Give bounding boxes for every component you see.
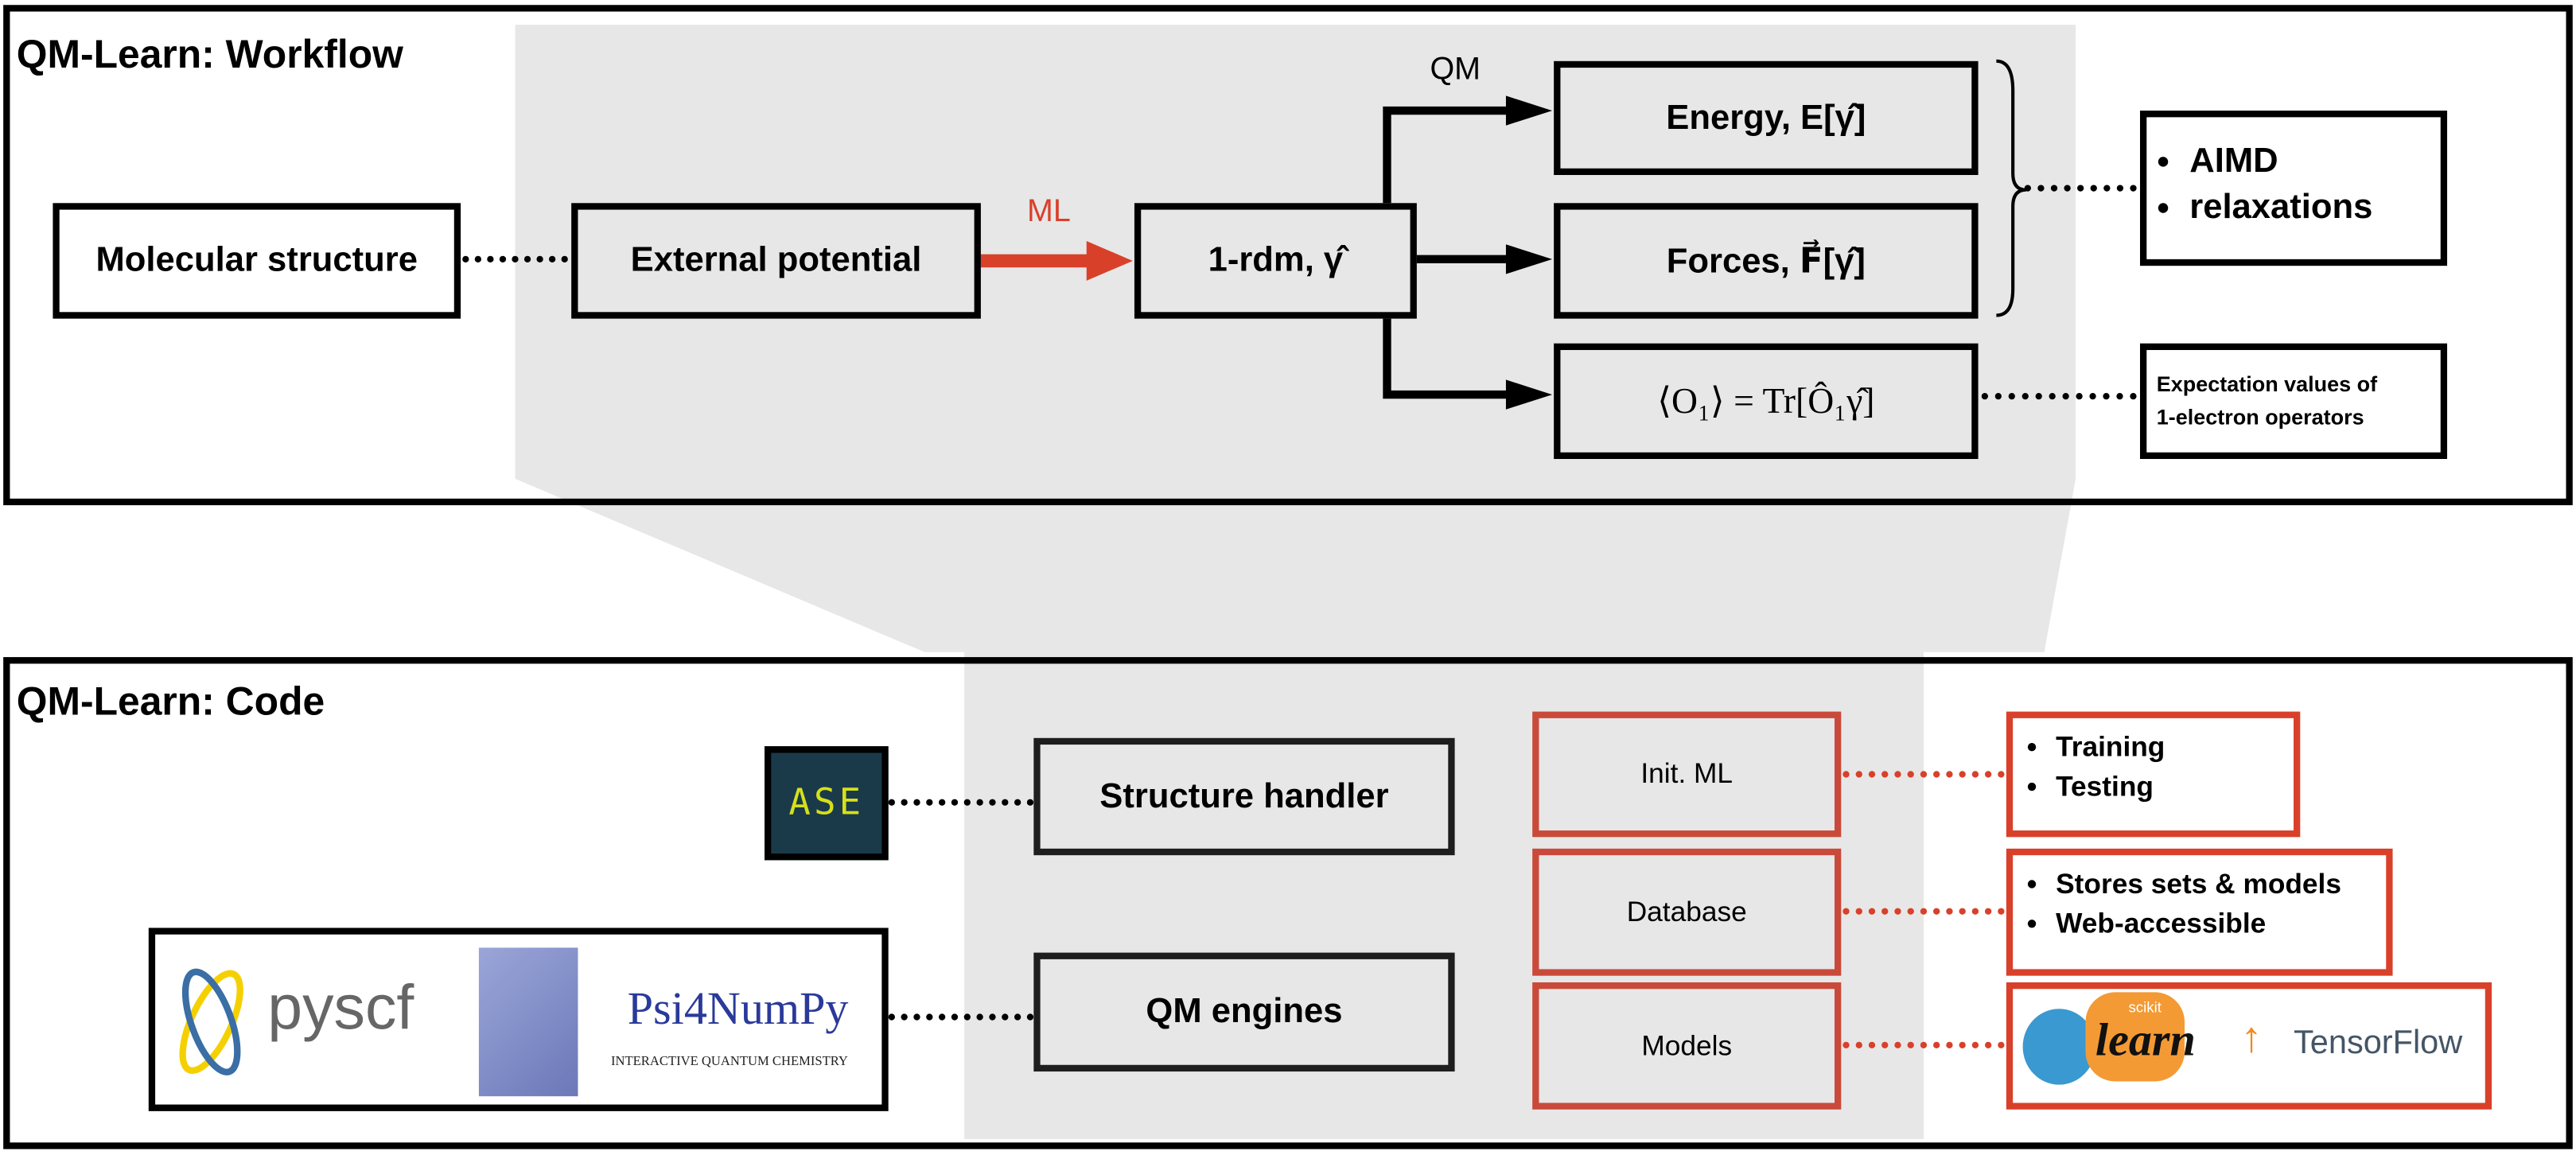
application-item: AIMD [2189,142,2372,182]
detail-item: Testing [2056,771,2294,804]
qm-label: QM [1430,52,1481,88]
sklearn-logo-small: scikit [2128,998,2162,1016]
ml-arrow [980,241,1133,281]
ml-label: ML [1027,194,1071,230]
dotted-connector [462,255,569,263]
tensorflow-logo: TensorFlow [2294,1025,2463,1062]
pyscf-logo: pyscf [267,974,414,1044]
rdm-box: 1-rdm, γ̂ [1134,203,1417,319]
expectation-formula-box: ⟨O₁⟩ = Tr[Ô₁γ̂] [1554,343,1979,460]
init-ml-box: Init. ML [1532,711,1842,838]
sklearn-blue-blob-icon [2022,1009,2095,1085]
applications-box: AIMD relaxations [2139,111,2448,266]
detail-item: Stores sets & models [2056,869,2386,902]
detail-item: Web-accessible [2056,908,2386,942]
detail-item: Training [2056,731,2294,764]
psi4-cube-icon [478,947,578,1097]
dotted-connector [888,1013,1034,1021]
expectation-formula: ⟨O₁⟩ = Tr[Ô₁γ̂] [1657,379,1875,422]
ase-logo: ASE [765,746,889,861]
sklearn-logo: learn [2095,1015,2196,1067]
rdm-label: 1-rdm, γ̂ [1208,241,1344,279]
forces-box: Forces, F⃗[γ̂] [1554,203,1979,319]
database-details: Stores sets & modelsWeb-accessible [2006,848,2393,976]
code-title: QM-Learn: Code [16,680,325,725]
tensorflow-icon: ↑ [2240,1012,2263,1062]
application-item: relaxations [2189,189,2372,228]
code-panel [3,657,2573,1149]
workflow-title: QM-Learn: Workflow [16,33,403,78]
dotted-connector [1981,392,2137,400]
init-ml-details: TrainingTesting [2006,711,2301,838]
psi4numpy-tagline: INTERACTIVE QUANTUM CHEMISTRY [610,1053,848,1068]
workflow-panel [3,5,2573,506]
red-dotted-connector [1843,908,2005,915]
qm-engine-logos: pyscf Psi4NumPy INTERACTIVE QUANTUM CHEM… [148,927,889,1111]
pyscf-atom-icon [179,968,243,1075]
brace [1996,59,2026,317]
expectation-desc-line: 1-electron operators [2156,404,2364,430]
expectation-desc-line: Expectation values of [2156,371,2378,397]
energy-box: Energy, E[γ̂] [1554,60,1979,176]
dotted-connector [888,799,1034,806]
red-dotted-connector [1843,771,2005,778]
database-box: Database [1532,848,1842,976]
psi4numpy-logo: Psi4NumPy [627,984,849,1036]
red-dotted-connector [1843,1041,2005,1049]
external-potential-box: External potential [571,203,981,319]
models-box: Models [1532,982,1842,1110]
structure-handler-box: Structure handler [1033,737,1455,856]
qm-arrows [1383,95,1553,410]
expectation-desc-box: Expectation values of 1-electron operato… [2139,343,2448,460]
dotted-connector [2024,185,2137,192]
molecular-structure-box: Molecular structure [53,203,461,319]
qm-engines-box: QM engines [1033,952,1455,1072]
sklearn-orange-blob-icon [2085,992,2185,1082]
ml-library-logos: scikit learn ↑ TensorFlow [2006,982,2492,1110]
